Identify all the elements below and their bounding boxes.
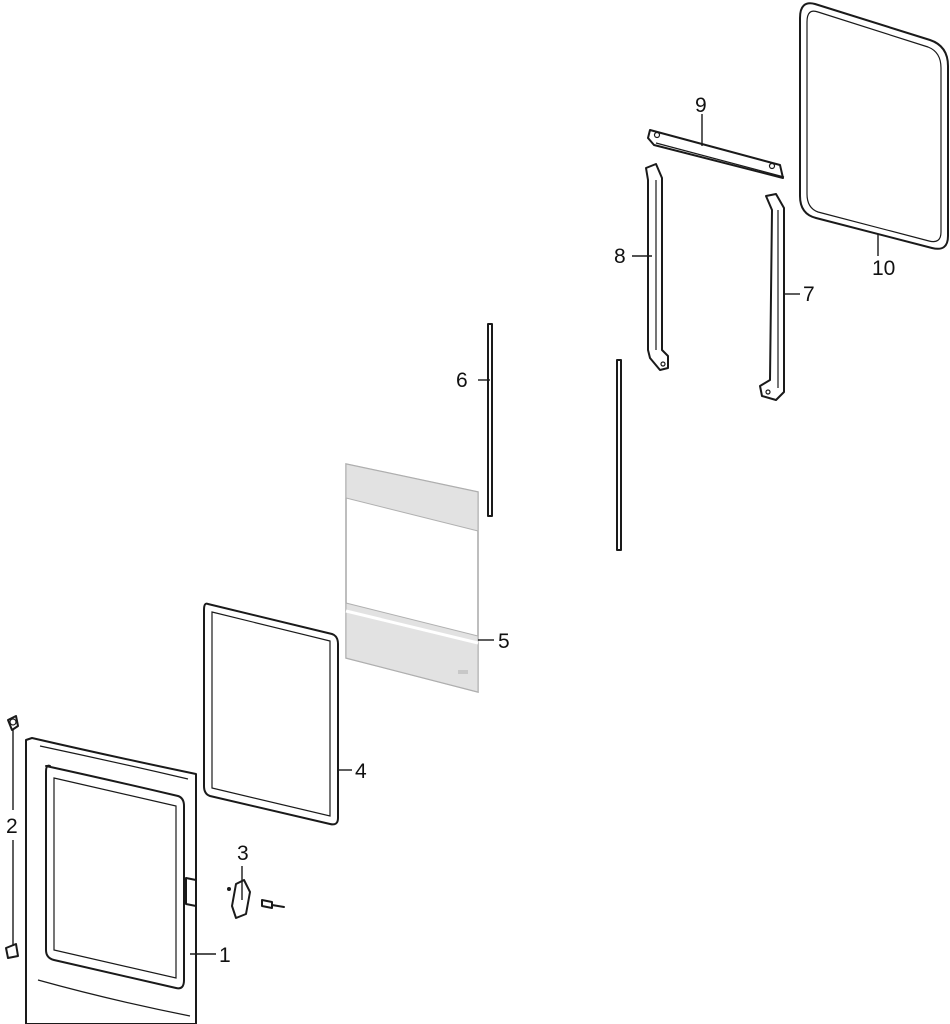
part-8-left-frame (645, 163, 669, 371)
part-7-right-frame (759, 193, 785, 401)
part-1-door-panel (25, 737, 197, 1024)
part-10-door-gasket (799, 2, 949, 250)
callout-labels: 1 2 3 4 5 6 7 8 9 10 (6, 94, 895, 967)
callout-3: 3 (237, 842, 249, 865)
callout-7: 7 (803, 283, 815, 306)
callout-1: 1 (219, 944, 231, 967)
callout-9: 9 (695, 94, 707, 117)
callout-4: 4 (355, 760, 367, 783)
callout-10: 10 (872, 257, 895, 280)
leader-lines (12, 114, 879, 955)
callout-6: 6 (456, 369, 468, 392)
callout-8: 8 (614, 245, 626, 268)
part-5-glass-panel (345, 463, 479, 693)
part-3-latch-bracket (227, 879, 285, 919)
part-6-glass-strip (487, 323, 493, 517)
part-9-top-bracket (647, 129, 785, 179)
part-4-inner-frame (203, 602, 339, 826)
side-strip-unlabeled (616, 359, 622, 551)
callout-2: 2 (6, 815, 18, 838)
callout-5: 5 (498, 630, 510, 653)
